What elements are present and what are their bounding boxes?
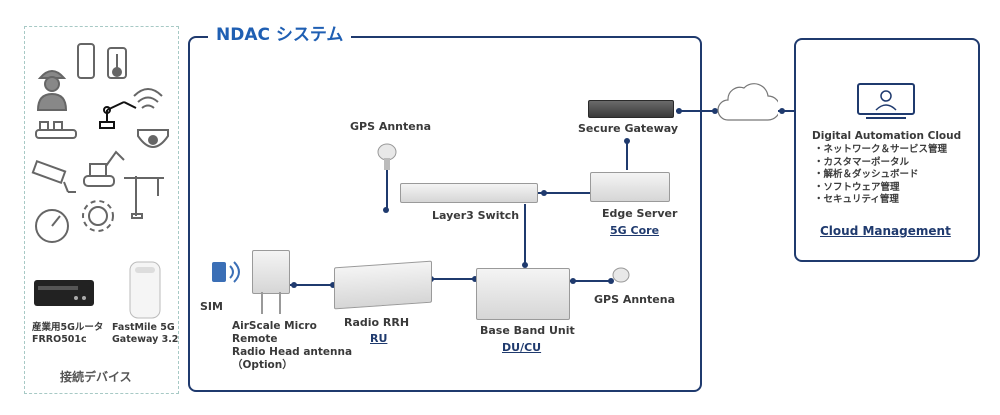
- cloud-item: ・カスタマーポータル: [814, 156, 910, 168]
- cloud-panel: [794, 38, 980, 262]
- gps-right-label: GPS Anntena: [594, 293, 675, 306]
- conveyor-icon: [35, 121, 77, 139]
- ducu-label: DU/CU: [502, 341, 542, 354]
- bbu-label: Base Band Unit: [480, 324, 575, 337]
- thermometer-icon: [107, 47, 127, 79]
- cloud-item: ・セキュリティ管理: [814, 194, 899, 205]
- dashboard-monitor-icon: [857, 83, 915, 119]
- cloud-item: ・解析＆ダッシュボード: [814, 169, 919, 180]
- router-label: 産業用5Gルータ FRRO501c: [32, 322, 104, 345]
- gps-antenna-top-icon: [377, 143, 397, 170]
- radio-rrh-label: Radio RRH: [344, 316, 410, 329]
- security-camera-icon: [137, 129, 169, 148]
- link-switch-bbu: [524, 204, 526, 264]
- layer3-switch-label: Layer3 Switch: [432, 209, 520, 222]
- sim-icon: [212, 261, 240, 283]
- link-rrh-bbu: [432, 278, 476, 280]
- airscale-label: AirScale Micro Remote Radio Head antenna…: [232, 320, 353, 371]
- secure-gateway-label: Secure Gateway: [578, 122, 679, 135]
- link-airscale-rrh: [290, 284, 334, 286]
- cloud-footer: Cloud Management: [820, 224, 951, 238]
- cloud-items: ・ネットワーク＆サービス管理 ・カスタマーポータル ・解析＆ダッシュボード ・ソ…: [814, 144, 947, 207]
- robot-arm-icon: [99, 101, 137, 129]
- ndac-panel: [188, 36, 702, 392]
- link-switch-edge: [532, 192, 590, 194]
- devices-footer: 接続デバイス: [60, 370, 132, 384]
- smartphone-icon: [77, 43, 95, 79]
- ru-label: RU: [370, 332, 388, 345]
- device-icons: [31, 43, 169, 319]
- worker-icon: [36, 70, 68, 111]
- edge-server-label: Edge Server: [602, 207, 678, 220]
- 5g-core-label: 5G Core: [610, 224, 660, 237]
- link-gateway-cloud: [676, 110, 716, 112]
- crane-icon: [124, 176, 164, 219]
- devices-panel: [24, 26, 179, 394]
- fastmile-gateway-image: [129, 261, 161, 319]
- gps-antenna-right-icon: [612, 267, 630, 283]
- layer3-switch-device: [400, 183, 538, 203]
- link-gps-switch: [386, 170, 388, 210]
- cctv-icon: [31, 159, 76, 193]
- sim-label: SIM: [200, 300, 223, 313]
- link-bbu-gps: [566, 280, 610, 282]
- base-band-unit-device: [476, 268, 570, 320]
- ndac-title: NDAC システム: [208, 20, 352, 45]
- excavator-icon: [83, 150, 125, 187]
- edge-server-device: [590, 172, 670, 202]
- gear-icon: [82, 200, 114, 232]
- gps-top-label: GPS Anntena: [350, 120, 431, 133]
- cloud-item: ・ソフトウェア管理: [814, 181, 900, 193]
- cloud-title: Digital Automation Cloud: [812, 130, 962, 142]
- fastmile-label: FastMile 5G Gateway 3.2: [112, 322, 179, 345]
- secure-gateway-device: [588, 100, 674, 118]
- radio-rrh-device: [334, 260, 432, 310]
- 5g-router-image: [34, 280, 94, 306]
- cloud-icon: [717, 83, 778, 121]
- link-cloud-panel: [776, 110, 794, 112]
- cloud-item: ・ネットワーク＆サービス管理: [814, 144, 948, 155]
- link-gateway-edge: [626, 140, 628, 170]
- wifi-icon: [133, 88, 163, 109]
- gauge-icon: [35, 209, 69, 243]
- airscale-device: [252, 250, 290, 294]
